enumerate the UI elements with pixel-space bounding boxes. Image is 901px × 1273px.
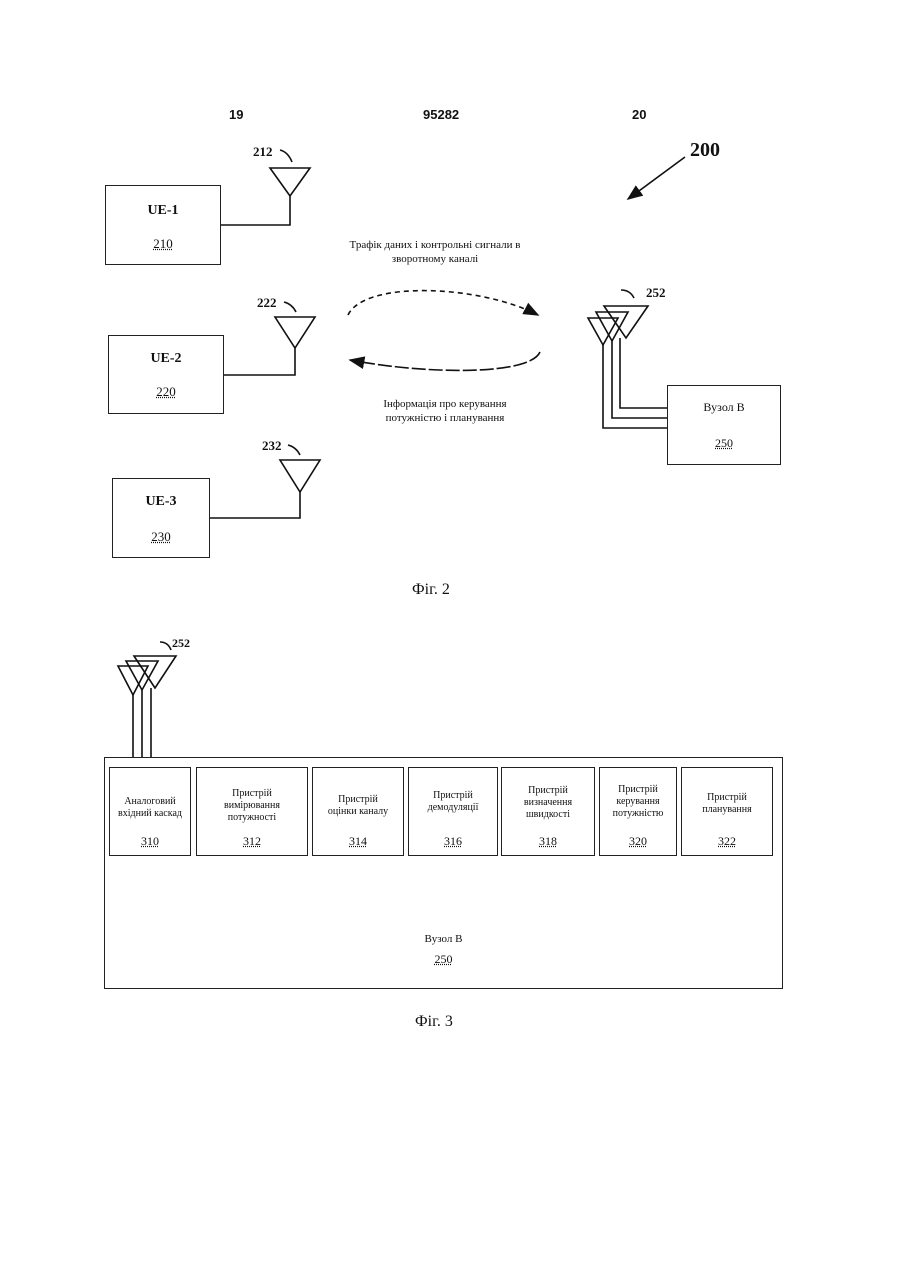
ue-3-title: UE-3 — [113, 494, 209, 510]
module-318-label: Пристрій визначення швидкості — [504, 785, 592, 821]
ue-1-box: UE-1 210 — [105, 185, 221, 265]
figure-ref-200: 200 — [690, 139, 720, 162]
uplink-arrow — [348, 291, 538, 315]
antenna-212-icon — [270, 168, 310, 196]
ue-3-number: 230 — [113, 529, 209, 545]
document-number: 95282 — [423, 107, 459, 122]
page-number-left: 19 — [229, 107, 243, 122]
uplink-label: Трафік даних і контрольні сигнали в звор… — [330, 238, 540, 266]
ue-3-box: UE-3 230 — [112, 478, 210, 558]
figure-3-caption: Фіг. 3 — [415, 1013, 453, 1031]
module-314: Пристрій оцінки каналу 314 — [312, 767, 404, 856]
antenna-ref-252: 252 — [646, 285, 666, 301]
antenna-252-fig3-icon — [118, 666, 148, 695]
antenna-222-icon — [275, 317, 315, 348]
module-316-label: Пристрій демодуляції — [411, 790, 495, 814]
module-310: Аналоговий вхідний каскад 310 — [109, 767, 191, 856]
node-b-number: 250 — [668, 436, 780, 451]
page-number-right: 20 — [632, 107, 646, 122]
module-322: Пристрій планування 322 — [681, 767, 773, 856]
module-314-label: Пристрій оцінки каналу — [315, 794, 401, 818]
module-322-number: 322 — [682, 834, 772, 849]
module-316: Пристрій демодуляції 316 — [408, 767, 498, 856]
module-312-number: 312 — [197, 834, 307, 849]
fig3-antenna-ref-252: 252 — [172, 636, 190, 651]
module-314-number: 314 — [313, 834, 403, 849]
antenna-ref-212: 212 — [253, 144, 273, 160]
ue-2-number: 220 — [109, 384, 223, 400]
module-320-label: Пристрій керування потужністю — [602, 784, 674, 820]
downlink-arrow — [350, 352, 540, 370]
node-b-title: Вузол В — [668, 400, 780, 415]
node-b-container-title: Вузол В — [105, 933, 782, 945]
ue-2-title: UE-2 — [109, 351, 223, 367]
module-316-number: 316 — [409, 834, 497, 849]
ue-1-title: UE-1 — [106, 203, 220, 219]
module-312: Пристрій вимірювання потужності 312 — [196, 767, 308, 856]
module-320-number: 320 — [600, 834, 676, 849]
module-320: Пристрій керування потужністю 320 — [599, 767, 677, 856]
figure-2-caption: Фіг. 2 — [412, 581, 450, 599]
module-322-label: Пристрій планування — [684, 792, 770, 816]
module-318: Пристрій визначення швидкості 318 — [501, 767, 595, 856]
module-310-label: Аналоговий вхідний каскад — [112, 796, 188, 820]
module-310-number: 310 — [110, 834, 190, 849]
antenna-252-icon — [588, 318, 618, 345]
module-318-number: 318 — [502, 834, 594, 849]
node-b-container-number: 250 — [105, 952, 782, 967]
node-b-box: Вузол В 250 — [667, 385, 781, 465]
antenna-ref-232: 232 — [262, 438, 282, 454]
ue-1-number: 210 — [106, 236, 220, 252]
antenna-ref-222: 222 — [257, 295, 277, 311]
ue-2-box: UE-2 220 — [108, 335, 224, 414]
downlink-label: Інформація про керування потужністю і пл… — [345, 397, 545, 425]
figure-ref-arrow — [628, 157, 685, 199]
module-312-label: Пристрій вимірювання потужності — [199, 788, 305, 824]
antenna-232-icon — [280, 460, 320, 492]
